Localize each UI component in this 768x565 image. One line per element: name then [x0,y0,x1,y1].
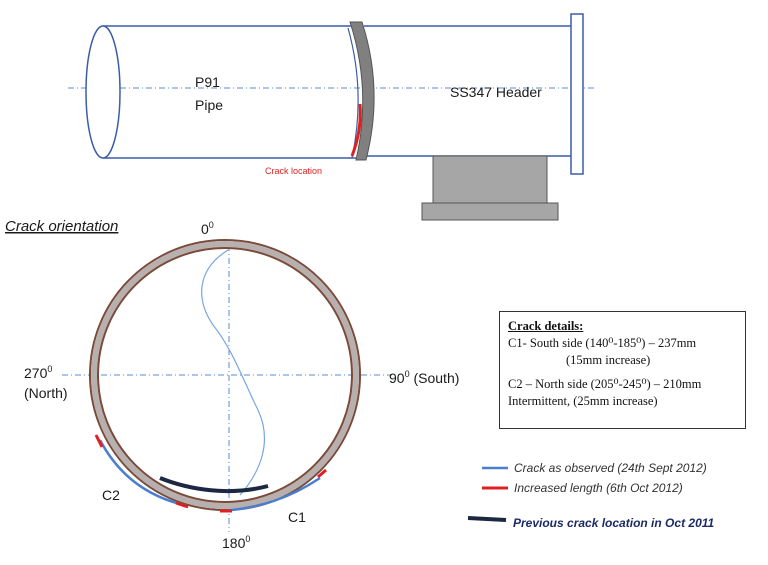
p91-pipe-body [103,25,357,159]
crack-location-label: Crack location [265,166,322,176]
legend-increased-text: Increased length (6th Oct 2012) [514,481,683,495]
crack-c2-label: C2 [102,487,120,503]
crack-details-title: Crack details: [508,319,584,333]
crack-details-box: Crack details: C1- South side (140⁰-185⁰… [499,311,746,429]
angle-bottom-label: 1800 [222,534,250,551]
observed-crack-arc-c1 [221,476,321,513]
angle-left-suffix: (North) [24,385,68,401]
increased-crack-c2b [175,501,189,509]
pipe-label-line1: P91 [195,74,220,90]
header-flange [570,13,584,175]
increased-crack-c1b [317,468,327,479]
pipe-ring-inner [97,247,353,503]
crack-details-c2-line2: Intermittent, (25mm increase) [508,394,658,408]
legend-previous-swatch [467,516,507,522]
orientation-title: Crack orientation [5,218,118,235]
support-block [432,155,548,205]
weld-band [349,21,375,161]
angle-left-label: 2700 [24,364,52,381]
pipe-ring-fill [91,241,359,509]
p91-pipe-end [85,25,121,159]
angle-right-label: 900 (South) [389,369,459,386]
observed-crack-arc-c2 [98,439,181,506]
crack-details-c1-line1: C1- South side (140⁰-185⁰) – 237mm [508,336,697,350]
angle-top-label: 00 [201,220,214,237]
crack-details-c2-line1: C2 – North side (205⁰-245⁰) – 210mm [508,377,702,391]
crack-c1-label: C1 [288,509,306,525]
legend-previous-text: Previous crack location in Oct 2011 [513,516,715,530]
increased-crack-c2 [94,434,104,448]
support-base [421,202,559,221]
previous-crack-arc [159,476,269,494]
wavy-centre-line [201,249,266,496]
legend-observed-text: Crack as observed (24th Sept 2012) [514,461,707,475]
crack-details-c1-line2: (15mm increase) [566,353,651,367]
header-label: SS347 Header [450,84,542,100]
pipe-label-line2: Pipe [195,97,223,113]
weld-crack [350,103,362,157]
